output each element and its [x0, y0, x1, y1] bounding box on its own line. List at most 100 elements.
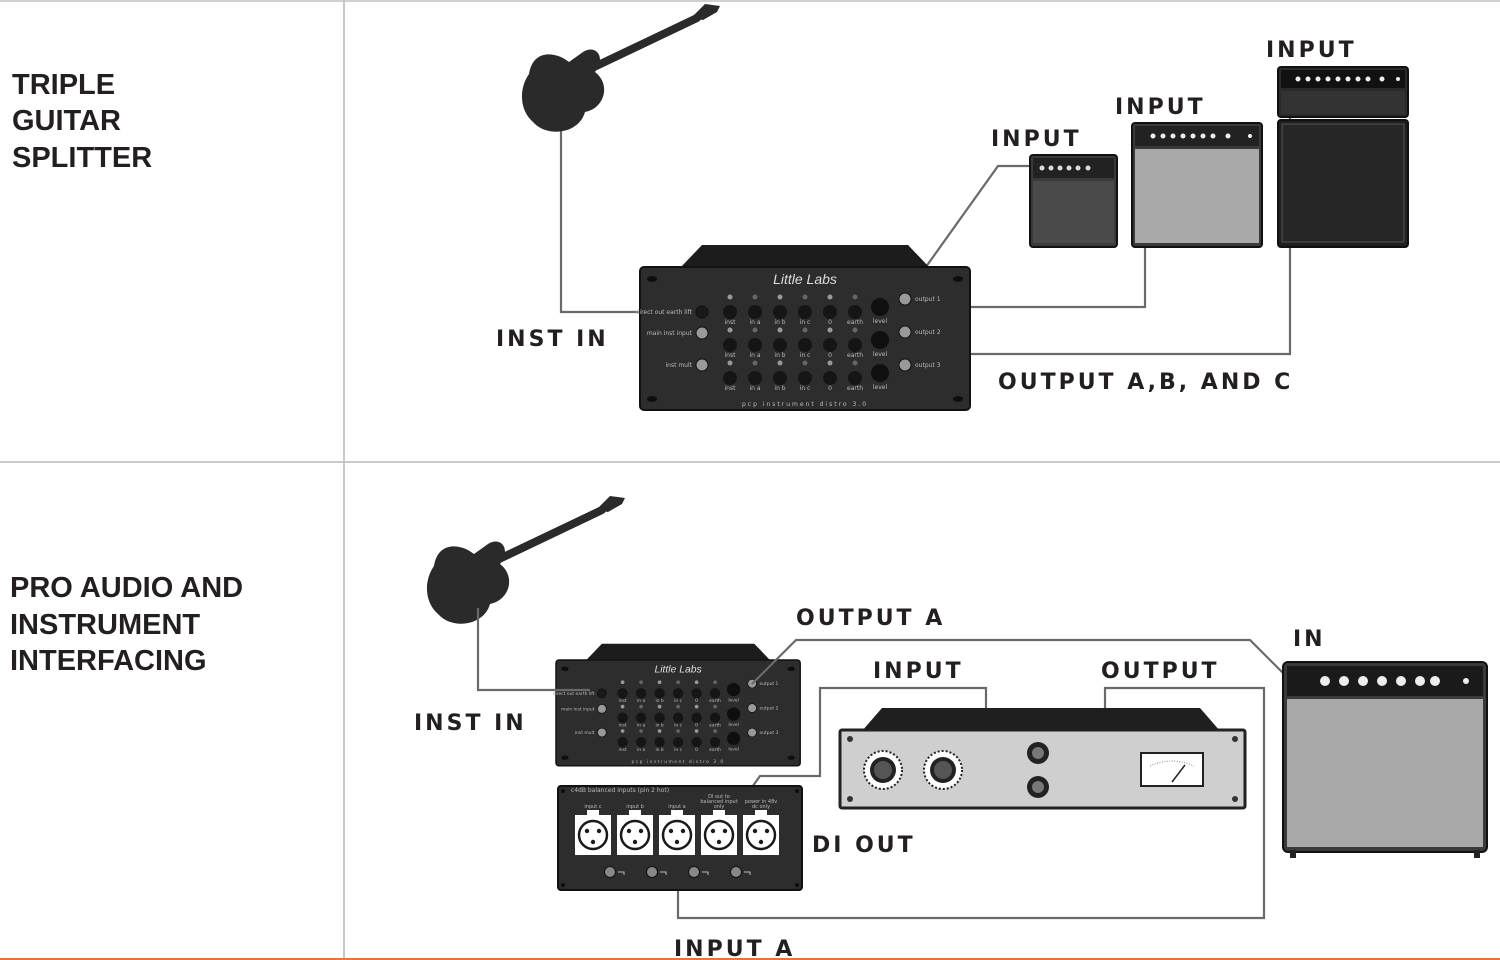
amp-stack	[1277, 66, 1409, 248]
label-di-out: DI OUT	[812, 833, 916, 858]
led-icon	[802, 294, 808, 300]
led-icon	[777, 294, 783, 300]
guitar-neck	[472, 506, 606, 574]
xlr-pin	[668, 828, 674, 834]
switch-label: earth	[709, 723, 721, 729]
switch-button	[709, 736, 721, 748]
switch-button	[691, 736, 702, 748]
xlr-pin	[680, 828, 686, 834]
guitar-headstock	[691, 4, 720, 20]
switch-label: in b	[655, 723, 663, 729]
xlr-pin	[584, 828, 590, 834]
jack-label: main inst input	[561, 706, 595, 712]
led-icon	[676, 729, 680, 733]
xlr-pin	[710, 828, 716, 834]
connector-label-wrap: input a	[658, 794, 696, 810]
led-icon	[752, 360, 758, 366]
switch-button	[709, 688, 721, 699]
brand-logo: Little Labs	[773, 271, 837, 287]
guitar-body	[426, 541, 510, 624]
switch-button	[798, 371, 812, 385]
switch-button	[691, 712, 702, 723]
distro-top-cover	[680, 245, 930, 268]
section-title-pro-audio: PRO AUDIO AND INSTRUMENT INTERFACING	[10, 572, 243, 677]
mount-hole	[953, 276, 963, 282]
switch-button	[672, 688, 684, 699]
led-icon	[727, 360, 733, 366]
led-icon	[713, 704, 717, 709]
output-label: output 2	[915, 329, 941, 336]
jack-icon	[695, 305, 709, 319]
label-input: INPUT	[873, 659, 964, 684]
output-label: output 1	[760, 681, 779, 687]
jack-label: direct out earth lift	[636, 309, 693, 316]
connector-label: DI out to balanced input only	[700, 794, 738, 810]
switch-label: in a	[749, 385, 760, 392]
output-jack-icon	[747, 727, 757, 738]
switch-button	[823, 338, 837, 352]
switch-button	[654, 688, 665, 699]
xlr-pin	[632, 839, 638, 845]
switch-button	[748, 305, 762, 319]
amp-small	[1029, 154, 1118, 248]
label-inst-in: INST IN	[414, 711, 527, 736]
jack-icon	[695, 326, 709, 340]
distro-top-cover	[585, 643, 771, 661]
switch-label: inst	[725, 319, 737, 326]
switch-button	[617, 688, 628, 699]
switch-label: inst	[725, 385, 737, 392]
mount-hole	[647, 276, 657, 282]
switch-label: in c	[674, 723, 682, 729]
level-knob	[871, 298, 889, 316]
xlr-pin	[722, 828, 728, 834]
xlr-pin	[764, 828, 770, 834]
title-line: PRO AUDIO AND	[10, 572, 243, 604]
switch-button	[709, 712, 721, 723]
ground-icon	[744, 871, 751, 875]
switch-label: in b	[655, 698, 663, 704]
switch-button	[617, 712, 628, 723]
switch-button	[617, 736, 628, 748]
switch-label: inst	[619, 698, 627, 704]
knob-icon	[923, 750, 963, 790]
connector-label-box: power in 48v dc only	[745, 800, 778, 810]
cable-output-a	[751, 638, 1293, 685]
led-icon	[694, 704, 699, 709]
led-icon	[639, 729, 643, 733]
level-label: level	[728, 722, 739, 728]
level-knob	[726, 682, 741, 697]
switch-label: in c	[674, 747, 682, 753]
ground-lift-switch	[604, 866, 616, 878]
label-output-a: OUTPUT A	[796, 606, 945, 631]
switch-label: in a	[749, 352, 760, 359]
switch-button	[691, 688, 702, 699]
switch-label: inst	[619, 723, 627, 729]
xlr-latch	[713, 810, 725, 816]
mount-hole	[787, 755, 796, 760]
guitar-body	[521, 49, 605, 132]
switch-label: 0	[828, 385, 832, 392]
output-label: output 1	[915, 296, 941, 303]
level-label: level	[873, 318, 888, 325]
switch-label: earth	[709, 698, 721, 704]
led-icon	[802, 360, 808, 366]
section-title-triple-guitar-splitter: TRIPLE GUITAR SPLITTER	[12, 69, 152, 174]
switch-label: in c	[800, 352, 811, 359]
level-label: level	[728, 697, 739, 703]
xlr-latch	[755, 810, 767, 816]
guitar-neck	[567, 14, 701, 82]
switch-label: in a	[637, 747, 645, 753]
switch-label: 0	[828, 352, 832, 359]
ground-icon	[702, 871, 709, 875]
amp-large	[1282, 661, 1488, 858]
switch-button	[748, 338, 762, 352]
level-knob	[871, 364, 889, 382]
title-line: TRIPLE	[12, 69, 115, 101]
switch-label: in c	[674, 698, 682, 704]
switch-label: 0	[828, 319, 832, 326]
connector-label-box: input c	[584, 805, 601, 810]
switch-button	[848, 338, 862, 352]
jack-label: inst mult	[575, 730, 595, 736]
xlr-pin	[758, 839, 764, 845]
